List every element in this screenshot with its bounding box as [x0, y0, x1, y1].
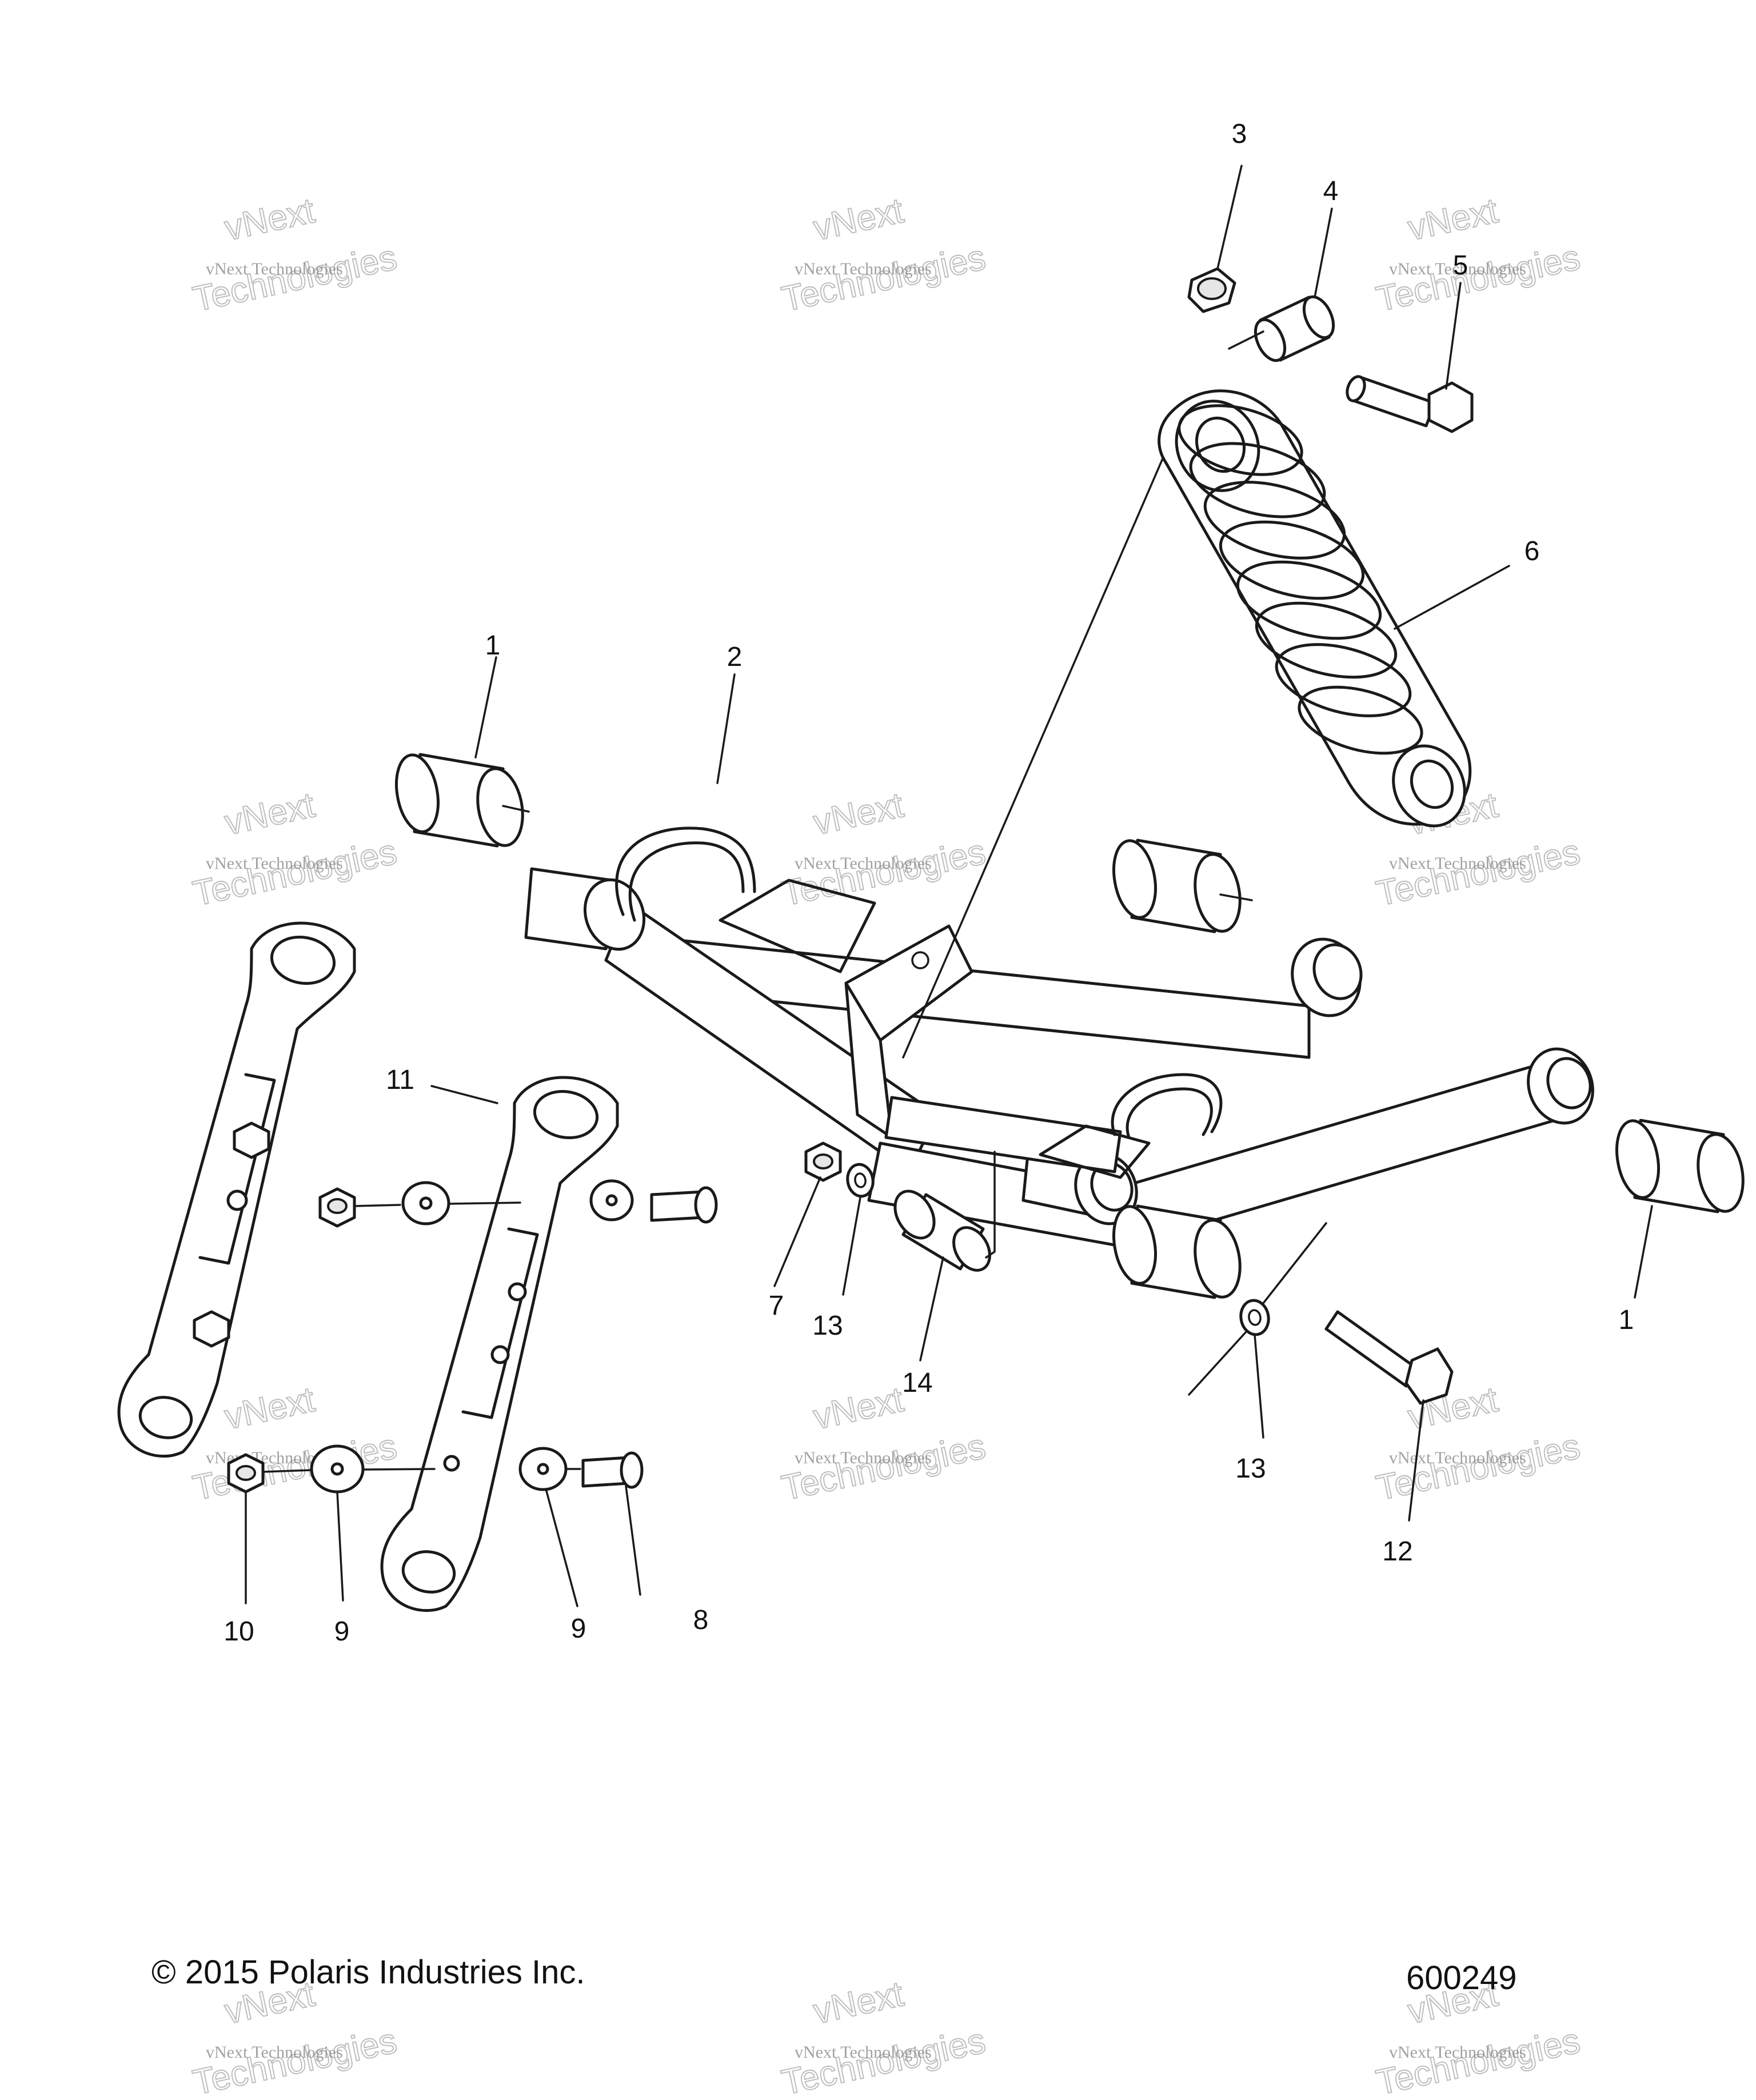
a-arm-assembly	[524, 827, 1594, 1248]
callout-14: 14	[902, 1368, 932, 1398]
callout-10: 10	[224, 1616, 254, 1647]
watermark: vNext vNext Technologies Technologies	[778, 190, 989, 320]
shock-bolt-part-5	[1346, 375, 1474, 433]
callout-13-upper: 13	[812, 1311, 843, 1341]
leader-lines	[245, 165, 1653, 1607]
bushing-upper-left	[395, 753, 524, 848]
diagram-number: 600249	[1406, 1959, 1517, 1997]
watermark: vNext vNext Technologies Technologies	[778, 1974, 989, 2100]
callout-4: 4	[1323, 176, 1339, 206]
watermark: vNext vNext Technologies Technologies	[778, 785, 989, 915]
watermark-word-b: Technologies	[1373, 238, 1583, 320]
watermark-word-a: vNext	[1404, 191, 1501, 248]
shock-nut-part-3	[1187, 267, 1236, 313]
link-strap-left	[117, 921, 356, 1458]
callout-1-lower: 1	[1619, 1305, 1634, 1335]
watermark-word-b: Technologies	[779, 2021, 989, 2100]
watermark: vNext vNext Technologies Technologies	[1372, 190, 1584, 320]
watermark-word-a: vNext	[810, 785, 907, 843]
callout-1-upper: 1	[485, 630, 501, 661]
watermark: vNext vNext Technologies Technologies	[189, 190, 401, 320]
callout-5: 5	[1453, 250, 1468, 281]
watermark-word-b: Technologies	[779, 238, 989, 320]
watermark-text: vNext Technologies	[1389, 259, 1526, 278]
callout-9-right: 9	[571, 1614, 586, 1644]
watermark-word-b: Technologies	[190, 832, 400, 914]
bushing-upper-right	[1112, 839, 1242, 933]
footer: © 2015 Polaris Industries Inc. 600249	[151, 1954, 1517, 1997]
watermark-text: vNext Technologies	[206, 2043, 343, 2062]
shock-spacer-part-4	[1254, 295, 1335, 362]
watermark: vNext vNext Technologies Technologies	[189, 785, 401, 915]
callout-12: 12	[1382, 1536, 1412, 1567]
shock-absorber	[1158, 389, 1472, 828]
watermark-word-b: Technologies	[190, 2021, 400, 2100]
watermark-text: vNext Technologies	[1389, 854, 1526, 873]
watermark-text: vNext Technologies	[795, 259, 932, 278]
callout-8: 8	[693, 1605, 709, 1635]
link-hardware	[227, 1141, 1454, 1494]
bushing-lower-right	[1615, 1119, 1745, 1213]
watermark-text: vNext Technologies	[1389, 1448, 1526, 1467]
watermark-word-a: vNext	[810, 1380, 907, 1437]
watermark-word-b: Technologies	[190, 238, 400, 320]
callout-9-left: 9	[334, 1616, 350, 1647]
callout-7: 7	[769, 1291, 784, 1321]
link-strap-right	[380, 1076, 619, 1612]
watermark-text: vNext Technologies	[206, 259, 343, 278]
watermark-text: vNext Technologies	[206, 854, 343, 873]
watermark-word-a: vNext	[221, 785, 318, 843]
watermark-text: vNext Technologies	[795, 854, 932, 873]
watermark-word-b: Technologies	[190, 1427, 400, 1508]
watermark: vNext vNext Technologies Technologies	[778, 1379, 989, 1509]
watermark-word-a: vNext	[810, 191, 907, 248]
watermark-word-a: vNext	[810, 1974, 907, 2031]
watermark-word-b: Technologies	[779, 1427, 989, 1508]
watermark-text: vNext Technologies	[795, 1448, 932, 1467]
bushing-lower-center	[1112, 1204, 1242, 1299]
callout-11: 11	[386, 1065, 414, 1095]
watermark-word-b: Technologies	[1373, 832, 1583, 914]
watermark-text: vNext Technologies	[795, 2043, 932, 2062]
watermark: vNext vNext Technologies Technologies	[1372, 1379, 1584, 1509]
watermark-text: vNext Technologies	[1389, 2043, 1526, 2062]
callout-2: 2	[727, 642, 743, 672]
callout-3: 3	[1232, 119, 1247, 149]
watermark-word-a: vNext	[221, 191, 318, 248]
copyright-text: © 2015 Polaris Industries Inc.	[151, 1954, 585, 1991]
watermark-word-a: vNext	[221, 1380, 318, 1437]
watermark-word-b: Technologies	[1373, 2021, 1583, 2100]
watermark-word-b: Technologies	[779, 832, 989, 914]
callout-6: 6	[1524, 536, 1540, 566]
watermark-word-b: Technologies	[1373, 1427, 1583, 1508]
callout-13-lower: 13	[1235, 1454, 1266, 1484]
callout-labels: 1 2 3 4 5 6 7 8 9 9 10 11 12 13 13 14 1	[224, 119, 1634, 1647]
